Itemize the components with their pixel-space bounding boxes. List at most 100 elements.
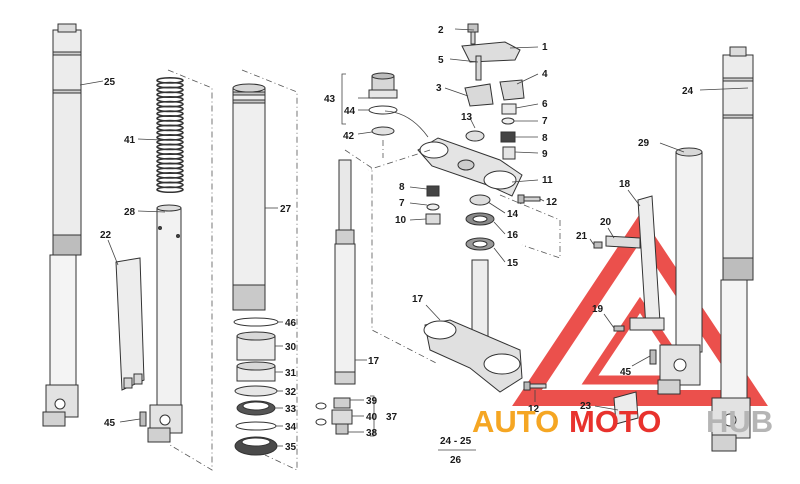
watermark-moto: MOTO bbox=[569, 404, 661, 439]
callout-7-left: 7 bbox=[399, 198, 405, 209]
callout-28: 28 bbox=[124, 207, 136, 218]
callout-24: 24 bbox=[682, 86, 694, 97]
part-35-dust-seal bbox=[234, 436, 278, 456]
callout-2: 2 bbox=[438, 25, 444, 36]
callout-34: 34 bbox=[285, 422, 297, 433]
callout-35: 35 bbox=[285, 442, 297, 453]
part-13-cap bbox=[465, 130, 485, 142]
callout-11: 11 bbox=[542, 175, 553, 186]
callout-27: 27 bbox=[280, 204, 292, 215]
part-45-screw-left bbox=[139, 411, 147, 427]
part-32-washer bbox=[234, 385, 278, 397]
callout-5: 5 bbox=[438, 55, 444, 66]
part-45-screw-right bbox=[649, 349, 657, 365]
callout-30: 30 bbox=[285, 342, 297, 353]
part-16-bearing bbox=[465, 212, 495, 226]
callout-42: 42 bbox=[343, 131, 355, 142]
callout-10: 10 bbox=[395, 215, 407, 226]
callout-23: 23 bbox=[580, 401, 592, 412]
part-8-nut bbox=[500, 131, 516, 143]
callout-43: 43 bbox=[324, 94, 336, 105]
callout-45-left: 45 bbox=[104, 418, 116, 429]
callout-9: 9 bbox=[542, 149, 548, 160]
part-2-bolt bbox=[467, 23, 479, 45]
part-46-circlip bbox=[233, 317, 279, 327]
part-24-right-fork-leg bbox=[711, 46, 754, 452]
part-6-rubber bbox=[501, 103, 517, 115]
part-15-bearing bbox=[465, 237, 495, 251]
part-1-handlebar-clamp bbox=[461, 41, 521, 63]
callout-41: 41 bbox=[124, 135, 136, 146]
callout-8-left: 8 bbox=[399, 182, 405, 193]
part-8-7-10-nut-stack bbox=[425, 185, 441, 225]
callout-15: 15 bbox=[507, 258, 519, 269]
part-41-fork-spring bbox=[156, 76, 184, 194]
callout-7: 7 bbox=[542, 116, 548, 127]
callout-20: 20 bbox=[600, 217, 612, 228]
watermark-hub: HUB bbox=[706, 404, 773, 439]
part-43-top-cap bbox=[368, 72, 398, 99]
callout-12-lower: 12 bbox=[528, 404, 540, 415]
callout-29: 29 bbox=[638, 138, 650, 149]
callout-12-upper: 12 bbox=[546, 197, 558, 208]
callout-46: 46 bbox=[285, 318, 297, 329]
callout-31: 31 bbox=[285, 368, 297, 379]
part-12-pinch-bolt-upper bbox=[517, 194, 541, 204]
callout-19: 19 bbox=[592, 304, 604, 315]
callout-13: 13 bbox=[461, 112, 473, 123]
part-22-fork-guard bbox=[115, 257, 145, 391]
callout-3: 3 bbox=[436, 83, 442, 94]
part-17-damper-rod bbox=[334, 159, 356, 385]
callout-24-25: 24 - 25 bbox=[440, 436, 472, 447]
callout-32: 32 bbox=[285, 387, 297, 398]
callout-14: 14 bbox=[507, 209, 519, 220]
part-4-lower-clamp bbox=[499, 79, 525, 101]
part-5-bolt bbox=[475, 55, 482, 81]
part-25-left-fork-leg bbox=[42, 23, 82, 427]
callout-17-clamp: 17 bbox=[412, 294, 424, 305]
assembly-lines bbox=[167, 69, 561, 471]
watermark-auto: AUTO bbox=[472, 404, 559, 439]
callout-1: 1 bbox=[542, 42, 548, 53]
callout-8: 8 bbox=[542, 133, 548, 144]
part-30-guide-bush bbox=[236, 331, 276, 361]
part-17-lower-triple-clamp bbox=[423, 259, 523, 393]
callout-26: 26 bbox=[450, 455, 462, 466]
part-42-cap-washer bbox=[371, 126, 395, 136]
callout-33: 33 bbox=[285, 404, 297, 415]
callout-44: 44 bbox=[344, 106, 356, 117]
callout-17-rod: 17 bbox=[368, 356, 380, 367]
callout-25: 25 bbox=[104, 77, 116, 88]
part-9-spacer bbox=[502, 146, 516, 160]
watermark-triangle bbox=[512, 213, 768, 406]
callout-18: 18 bbox=[619, 179, 631, 190]
callout-39: 39 bbox=[366, 396, 378, 407]
part-39-40-38-valve bbox=[315, 397, 353, 435]
callout-22: 22 bbox=[100, 230, 112, 241]
callout-45-right: 45 bbox=[620, 367, 632, 378]
callout-38: 38 bbox=[366, 428, 378, 439]
part-31-slide-bush bbox=[236, 361, 276, 382]
part-33-oil-seal bbox=[236, 400, 276, 416]
spring-coil bbox=[156, 186, 184, 194]
callout-6: 6 bbox=[542, 99, 548, 110]
part-20-guard-bracket bbox=[605, 235, 641, 249]
part-12-pinch-bolt-lower bbox=[523, 381, 547, 391]
part-11-upper-triple-clamp bbox=[417, 137, 523, 197]
part-23-sticker bbox=[613, 391, 639, 425]
callout-4: 4 bbox=[542, 69, 548, 80]
part-44-o-ring bbox=[368, 105, 398, 115]
callout-37: 37 bbox=[386, 412, 398, 423]
watermark-logo: AUTO MOTO HUB bbox=[472, 404, 773, 439]
part-3-lower-clamp bbox=[464, 83, 494, 107]
callout-labels: 25 41 28 22 45 27 46 30 31 32 33 34 35 1… bbox=[100, 25, 694, 466]
callout-21: 21 bbox=[576, 231, 588, 242]
part-28-inner-tube bbox=[147, 204, 183, 443]
callout-40: 40 bbox=[366, 412, 378, 423]
part-34-stop-ring bbox=[235, 421, 277, 431]
part-21-bracket-screw bbox=[593, 241, 603, 249]
part-29-right-inner-tube bbox=[657, 147, 703, 395]
part-27-damper-cartridge bbox=[232, 83, 266, 311]
